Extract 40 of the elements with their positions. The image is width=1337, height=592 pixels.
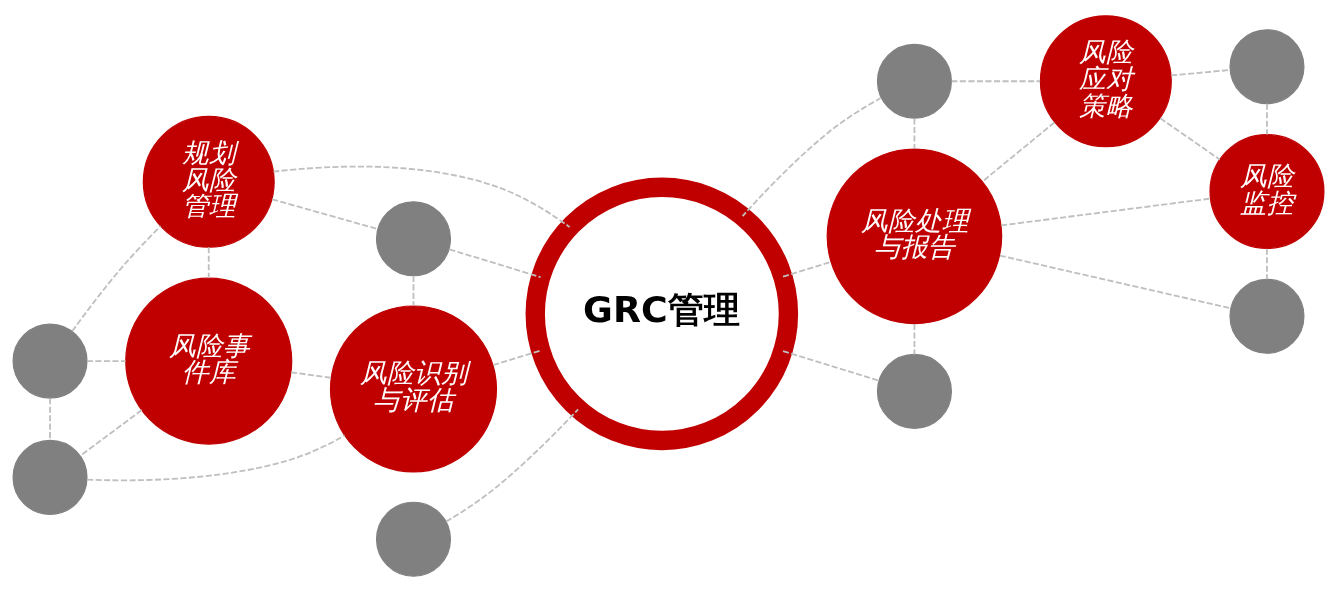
- node-circle: [12, 323, 88, 399]
- node-circle: 风险识别与评估: [329, 305, 498, 473]
- connector: [207, 246, 210, 280]
- node-circle: [375, 201, 452, 277]
- connector: [412, 274, 415, 307]
- node-circle: 规划风险管理: [142, 115, 275, 248]
- node-circle: [12, 439, 88, 515]
- connector: [981, 121, 1056, 183]
- connector: [271, 198, 379, 230]
- connector: [71, 225, 162, 332]
- connector: [79, 409, 143, 457]
- connector: [741, 96, 882, 217]
- connector: [86, 434, 346, 482]
- connector: [290, 371, 333, 379]
- connector: [1266, 102, 1268, 136]
- node-circle: 风险监控: [1209, 133, 1325, 250]
- connector: [272, 165, 571, 229]
- connector: [913, 117, 916, 150]
- node-circle: 风险事件库: [125, 277, 293, 445]
- connector: [445, 408, 579, 523]
- node-circle: [876, 353, 952, 429]
- connector: [448, 248, 542, 279]
- connector: [1159, 117, 1221, 161]
- node-circle: [1229, 29, 1305, 105]
- connector: [950, 80, 1041, 83]
- node-circle: [1229, 278, 1305, 354]
- node-circle: [876, 43, 952, 119]
- node-circle: 风险应对策略: [1039, 15, 1172, 148]
- connector: [999, 254, 1232, 310]
- connector: [782, 260, 832, 278]
- connector: [492, 349, 542, 366]
- connector: [1000, 197, 1212, 227]
- connector: [782, 350, 880, 382]
- connector: [1266, 247, 1268, 281]
- node-circle: [375, 501, 452, 577]
- node-circle: 风险处理与报告: [826, 148, 1003, 325]
- connector: [1170, 69, 1231, 77]
- connector: [86, 360, 127, 363]
- connector: [913, 323, 916, 356]
- node-circle: GRC管理: [525, 177, 799, 451]
